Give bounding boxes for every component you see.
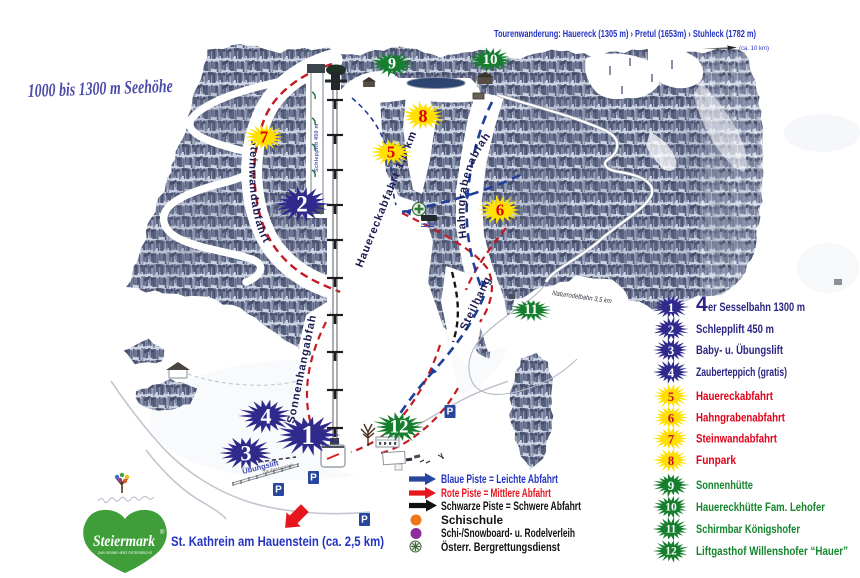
- svg-text:Hauereckhütte Fam. Lehofer: Hauereckhütte Fam. Lehofer: [696, 500, 825, 514]
- svg-text:P: P: [361, 515, 368, 526]
- svg-text:Österr. Bergrettungsdienst: Österr. Bergrettungsdienst: [441, 541, 560, 554]
- svg-text:1000 bis 1300 m Seehöhe: 1000 bis 1300 m Seehöhe: [27, 76, 173, 102]
- svg-text:3: 3: [668, 343, 675, 358]
- svg-text:P: P: [275, 485, 282, 496]
- svg-text:Schwarze Piste = Schwere Abfah: Schwarze Piste = Schwere Abfahrt: [441, 501, 581, 513]
- svg-text:12: 12: [390, 417, 409, 438]
- svg-text:9: 9: [388, 56, 396, 73]
- svg-text:5: 5: [668, 389, 675, 404]
- svg-text:Steinwandabfahrt: Steinwandabfahrt: [696, 432, 777, 446]
- svg-text:Baby- u. Übungslift: Baby- u. Übungslift: [696, 342, 783, 357]
- svg-text:7: 7: [668, 432, 675, 447]
- svg-text:Hahngrabenabfahrt: Hahngrabenabfahrt: [696, 411, 785, 425]
- svg-text:DAS GRÜNE HERZ ÖSTERREICHS: DAS GRÜNE HERZ ÖSTERREICHS: [98, 550, 152, 555]
- svg-text:11: 11: [524, 302, 538, 318]
- svg-text:4: 4: [668, 365, 675, 380]
- svg-text:8: 8: [419, 106, 428, 126]
- svg-text:5: 5: [387, 143, 396, 162]
- svg-text:Funpark: Funpark: [696, 453, 736, 467]
- svg-text:St. Kathrein am Hauenstein (ca: St. Kathrein am Hauenstein (ca. 2,5 km): [171, 534, 384, 549]
- svg-text:Blaue Piste = Leichte Abfahrt: Blaue Piste = Leichte Abfahrt: [441, 474, 558, 486]
- svg-text:Sonnenhütte: Sonnenhütte: [696, 478, 753, 492]
- svg-text:Liftgasthof Willenshofer “Haue: Liftgasthof Willenshofer “Hauer”: [696, 544, 848, 558]
- svg-text:Hauereckabfahrt: Hauereckabfahrt: [696, 389, 773, 403]
- svg-text:2: 2: [668, 322, 675, 337]
- svg-text:4: 4: [261, 404, 272, 429]
- svg-text:Rote Piste = Mittlere Abfahrt: Rote Piste = Mittlere Abfahrt: [441, 488, 551, 500]
- svg-text:1: 1: [668, 300, 675, 315]
- svg-text:Schi-/Snowboard- u. Rodelverle: Schi-/Snowboard- u. Rodelverleih: [441, 528, 575, 540]
- svg-text:11: 11: [666, 524, 677, 536]
- svg-text:Steiermark: Steiermark: [93, 533, 155, 550]
- svg-text:Schlepplift 450 m: Schlepplift 450 m: [696, 322, 774, 336]
- svg-text:1: 1: [301, 420, 315, 450]
- svg-text:12: 12: [665, 546, 677, 558]
- svg-text:Schlepplift 450 m: Schlepplift 450 m: [314, 123, 320, 172]
- svg-text:Tourenwanderung: Hauereck (130: Tourenwanderung: Hauereck (1305 m) › Pre…: [494, 28, 756, 40]
- svg-text:10: 10: [665, 502, 677, 514]
- svg-text:P: P: [310, 473, 317, 484]
- svg-text:2: 2: [296, 192, 308, 217]
- svg-text:®: ®: [160, 529, 165, 536]
- svg-text:3: 3: [241, 441, 252, 466]
- svg-text:er Sesselbahn 1300 m: er Sesselbahn 1300 m: [708, 300, 805, 314]
- svg-text:Schirmbar Königshofer: Schirmbar Königshofer: [696, 522, 800, 536]
- svg-text:Schischule: Schischule: [441, 515, 503, 527]
- svg-text:(ca. 10 km): (ca. 10 km): [739, 46, 769, 52]
- svg-text:6: 6: [496, 201, 505, 220]
- svg-text:Zauberteppich (gratis): Zauberteppich (gratis): [696, 365, 787, 379]
- svg-text:9: 9: [668, 478, 675, 493]
- svg-text:7: 7: [260, 128, 269, 147]
- svg-text:4: 4: [696, 293, 708, 316]
- svg-text:6: 6: [668, 411, 675, 426]
- svg-text:10: 10: [483, 52, 498, 68]
- svg-text:P: P: [447, 407, 454, 418]
- svg-text:8: 8: [668, 453, 675, 468]
